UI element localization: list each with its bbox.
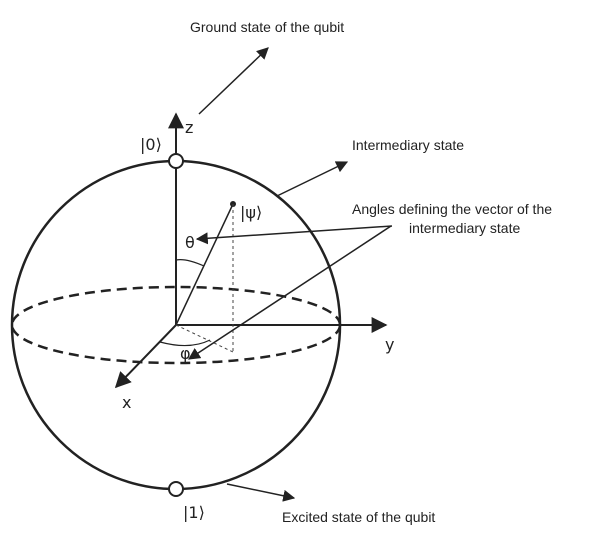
ground-state-arrow xyxy=(198,47,269,115)
phi-arc xyxy=(159,339,211,347)
excited-state-label: Excited state of the qubit xyxy=(282,509,435,525)
y-axis-label: y xyxy=(385,335,394,354)
intermediary-state-arrow xyxy=(276,161,349,197)
phi-annotation-arrow xyxy=(187,225,392,360)
vector-projection-horizontal xyxy=(175,324,234,353)
angles-label-line1: Angles defining the vector of the xyxy=(352,201,552,217)
intermediary-state-label: Intermediary state xyxy=(352,137,464,153)
theta-annotation-arrow xyxy=(195,225,393,245)
ket-one-label: |1⟩ xyxy=(183,503,205,522)
south-pole-marker xyxy=(168,481,184,497)
north-pole-marker xyxy=(168,153,184,169)
state-vector xyxy=(175,203,234,326)
excited-state-arrow xyxy=(226,483,296,502)
z-axis-label: z xyxy=(185,118,193,137)
psi-ket-label: |ψ⟩ xyxy=(240,203,262,222)
angles-label-line2: intermediary state xyxy=(409,220,520,236)
phi-symbol: φ xyxy=(180,344,191,363)
ground-state-label: Ground state of the qubit xyxy=(190,19,344,35)
theta-arc xyxy=(175,259,205,267)
theta-symbol: θ xyxy=(185,233,195,252)
x-axis-label: x xyxy=(122,393,131,412)
x-axis xyxy=(114,324,177,389)
ket-zero-label: |0⟩ xyxy=(140,135,162,154)
